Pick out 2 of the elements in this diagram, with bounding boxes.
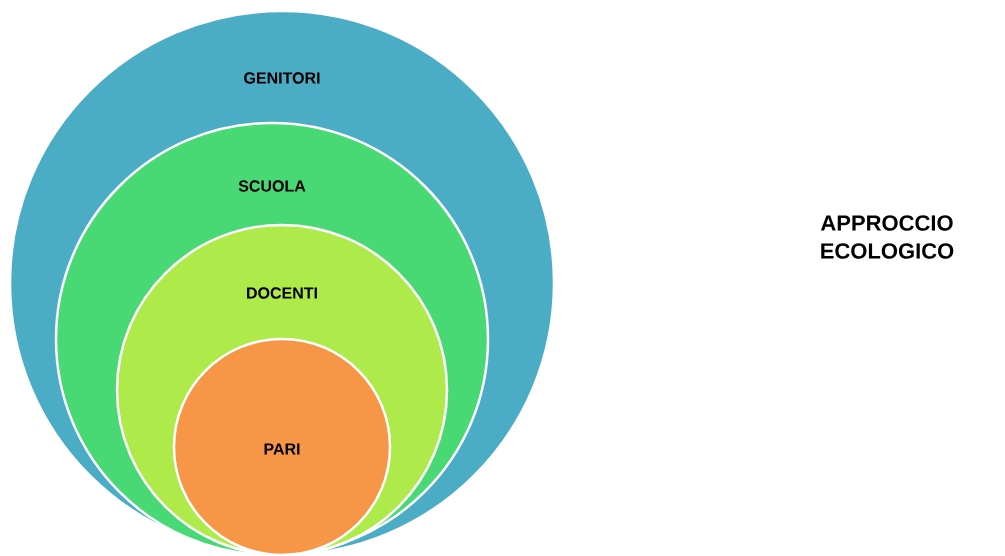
circle-band: PARI (172, 337, 392, 556)
title-text: APPROCCIO ECOLOGICO (820, 215, 954, 259)
